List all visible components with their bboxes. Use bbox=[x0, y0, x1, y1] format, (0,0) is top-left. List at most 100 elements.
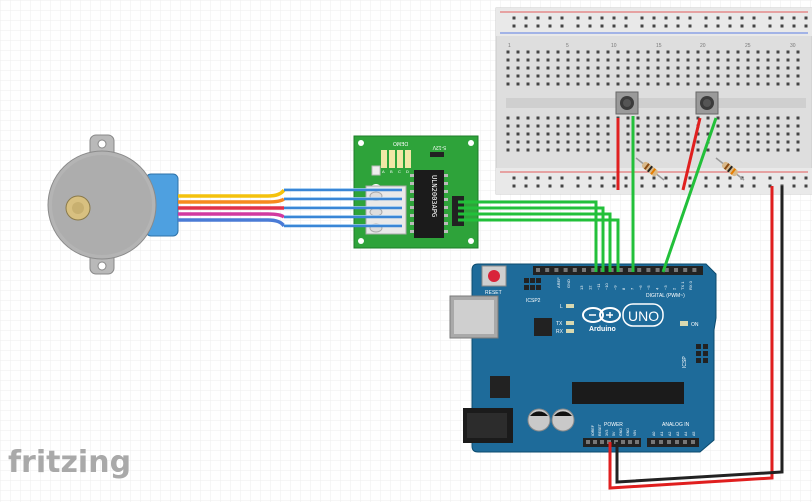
breadboard-hole bbox=[576, 116, 580, 120]
icsp-header bbox=[696, 344, 708, 363]
analog-pin-label: A2 bbox=[668, 432, 672, 436]
digital-pin-hole bbox=[572, 268, 577, 272]
icsp2-header bbox=[524, 278, 541, 290]
power-pin-hole bbox=[628, 440, 632, 444]
digital-pin-hole bbox=[664, 268, 669, 272]
breadboard-hole bbox=[676, 58, 680, 62]
breadboard-hole bbox=[656, 132, 660, 136]
push-button-1[interactable] bbox=[615, 91, 639, 115]
breadboard-hole bbox=[636, 50, 640, 54]
wire-in1-to-d11[interactable] bbox=[458, 200, 598, 272]
resistor-1[interactable] bbox=[635, 157, 665, 181]
wire-5v-to-rail[interactable] bbox=[608, 186, 774, 490]
breadboard-hole bbox=[596, 82, 600, 86]
breadboard-top-rail bbox=[496, 8, 812, 36]
rail-hole bbox=[652, 184, 656, 188]
breadboard-hole bbox=[606, 132, 610, 136]
breadboard-hole bbox=[756, 50, 760, 54]
wire-red-button2[interactable] bbox=[681, 117, 702, 191]
resistor-2[interactable] bbox=[715, 157, 745, 181]
rail-hole bbox=[716, 16, 720, 20]
power-pin-hole bbox=[600, 440, 604, 444]
breadboard-hole bbox=[676, 50, 680, 54]
rail-hole bbox=[716, 176, 720, 180]
reset-label: RESET bbox=[485, 290, 502, 296]
chip-pin bbox=[410, 214, 414, 217]
breadboard-hole bbox=[506, 82, 510, 86]
breadboard-hole bbox=[716, 140, 720, 144]
breadboard-hole bbox=[726, 50, 730, 54]
chip-pin bbox=[410, 198, 414, 201]
breadboard-hole bbox=[726, 140, 730, 144]
rail-hole bbox=[536, 176, 540, 180]
digital-pin-label: ~11 bbox=[596, 283, 601, 290]
on-led-label: ON bbox=[691, 322, 699, 328]
wire-in3-to-d9[interactable] bbox=[458, 212, 612, 272]
reset-button[interactable] bbox=[481, 265, 507, 287]
breadboard-hole bbox=[786, 74, 790, 78]
driver-capacitor bbox=[371, 165, 381, 176]
rail-hole bbox=[624, 184, 628, 188]
breadboard-hole bbox=[546, 124, 550, 128]
breadboard-hole bbox=[516, 82, 520, 86]
rail-hole bbox=[728, 16, 732, 20]
breadboard-hole bbox=[526, 124, 530, 128]
breadboard-hole bbox=[516, 148, 520, 152]
breadboard-hole bbox=[646, 58, 650, 62]
mount-hole bbox=[468, 238, 474, 244]
power-pins bbox=[430, 152, 444, 157]
led-label: C bbox=[398, 169, 401, 174]
wire-in4-to-d8[interactable] bbox=[458, 218, 620, 272]
wire-in2-to-d10[interactable] bbox=[458, 206, 605, 272]
breadboard-hole bbox=[596, 50, 600, 54]
breadboard-hole bbox=[716, 82, 720, 86]
digital-pin-hole bbox=[683, 268, 688, 272]
wires bbox=[284, 116, 784, 490]
digital-pin-label: TX 1 bbox=[680, 281, 685, 290]
rail-hole bbox=[640, 176, 644, 180]
rail-hole bbox=[768, 176, 772, 180]
tx-led bbox=[566, 321, 574, 325]
chip-pin bbox=[410, 182, 414, 185]
breadboard-hole bbox=[726, 58, 730, 62]
analog-pin-label: A4 bbox=[684, 432, 688, 436]
breadboard-hole bbox=[776, 148, 780, 152]
rail-hole bbox=[612, 184, 616, 188]
on-led bbox=[680, 321, 688, 326]
breadboard[interactable]: 1 5 10 15 20 25 30 bbox=[495, 7, 812, 195]
uln2003-driver-board[interactable]: DEMO A B C D 5-12V ULN2003APG bbox=[353, 135, 479, 249]
wire-button2-to-d5[interactable] bbox=[661, 117, 718, 273]
breadboard-hole bbox=[756, 132, 760, 136]
breadboard-hole bbox=[676, 82, 680, 86]
icsp-pin bbox=[703, 351, 708, 356]
digital-pin-label: 12 bbox=[587, 285, 592, 290]
rx-led-label: RX bbox=[556, 329, 564, 335]
push-button-2[interactable] bbox=[695, 91, 719, 115]
breadboard-hole bbox=[756, 58, 760, 62]
breadboard-hole bbox=[686, 140, 690, 144]
breadboard-hole bbox=[706, 116, 710, 120]
mount-hole bbox=[358, 140, 364, 146]
wire-gnd-to-rail[interactable] bbox=[615, 186, 784, 484]
rail-hole bbox=[768, 184, 772, 188]
breadboard-hole bbox=[666, 148, 670, 152]
breadboard-hole bbox=[666, 50, 670, 54]
chip-pin bbox=[444, 182, 448, 185]
breadboard-hole bbox=[766, 66, 770, 70]
breadboard-hole bbox=[616, 66, 620, 70]
stepper-motor[interactable] bbox=[47, 134, 286, 275]
breadboard-hole bbox=[776, 116, 780, 120]
breadboard-hole bbox=[546, 50, 550, 54]
rail-hole bbox=[704, 16, 708, 20]
breadboard-hole bbox=[536, 50, 540, 54]
rail-hole bbox=[752, 16, 756, 20]
led-label: A bbox=[382, 169, 385, 174]
bb-col-label: 1 bbox=[508, 43, 511, 49]
breadboard-hole bbox=[786, 124, 790, 128]
breadboard-hole bbox=[556, 116, 560, 120]
voltage-regulator bbox=[490, 376, 510, 398]
digital-pin-label: RX 0 bbox=[688, 280, 693, 290]
breadboard-hole bbox=[666, 58, 670, 62]
breadboard-hole bbox=[656, 66, 660, 70]
